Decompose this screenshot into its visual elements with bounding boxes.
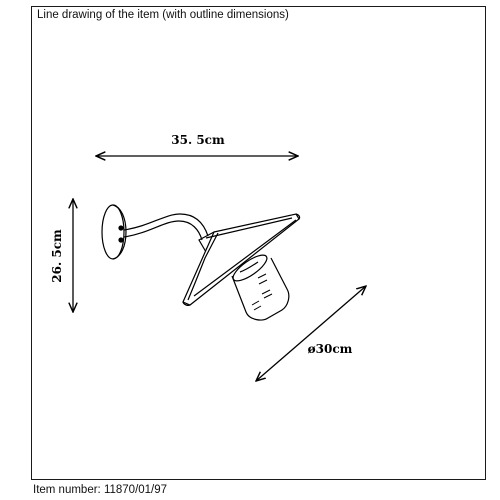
drawing-frame (31, 6, 486, 480)
lamp-arm (123, 213, 209, 241)
wall-plate (101, 204, 125, 260)
width-dimension: 35. 5cm (96, 133, 298, 156)
height-dimension: 26. 5cm (50, 199, 73, 312)
diameter-dimension: ø30cm (256, 286, 366, 381)
width-dimension-label: 35. 5cm (171, 133, 225, 147)
drawing-caption: Line drawing of the item (with outline d… (37, 9, 289, 21)
item-number: Item number: 11870/01/97 (33, 484, 168, 496)
lamp-shade (182, 213, 301, 306)
height-dimension-label: 26. 5cm (50, 229, 64, 283)
mount-screw (118, 237, 124, 243)
diameter-dimension-label: ø30cm (308, 342, 353, 356)
wall-plate-rim (112, 204, 127, 260)
diameter-dimension-arrow (256, 286, 366, 381)
lamp-glass (231, 254, 290, 321)
mount-screw (118, 225, 124, 231)
wall-mount (101, 204, 127, 260)
